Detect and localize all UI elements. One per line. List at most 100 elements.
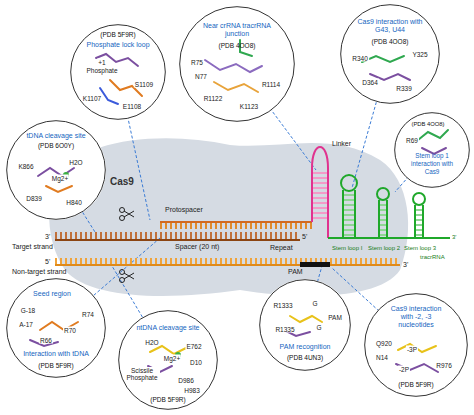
residue-label: E1108 [122,103,142,110]
scissors-icon-part [124,273,134,279]
molecule-sticks-part [418,130,448,140]
circle-outline [71,25,166,120]
callout-circle: ntDNA cleavage siteH2OE762Mg2+D10Scissil… [118,310,218,410]
circle-outline [260,280,351,371]
residue-label: D839 [25,195,43,202]
tracrrna-part [415,207,423,236]
residue-label: A-17 [18,321,34,328]
callout-title: Near crRNA tracrRNA junction [199,22,275,38]
callout-title: Seed region [33,290,71,298]
callout-circle: R1333GR1335GPAMPAM recognition(PDB 4UN3) [259,279,351,371]
tracrrna-part [328,237,450,239]
residue-label: Y325 [411,51,428,58]
pdb-id: (PDB 4OO8) [219,42,256,50]
pdb-id: (PDB 4UN3) [287,354,323,362]
tracrrna-part [379,202,387,236]
residue-label: R340 [351,55,369,62]
residue-label: D986 [177,377,195,384]
spacer-rna-part [160,221,312,223]
part-label: tracrRNA [420,253,445,261]
target-strand-part [55,232,300,240]
pdb-id: (PDB 5F9R) [100,31,135,39]
residue-label: G [315,324,322,331]
residue-label: PAM [327,314,343,321]
residue-label: S1109 [134,81,154,88]
residue-label: K866 [17,163,34,170]
molecule-sticks [30,40,448,372]
repeat-linker-part [312,147,328,238]
residue-label: R70 [63,327,77,334]
callout-title: PAM recognition [280,343,331,351]
residue-label: K1107 [82,95,102,102]
residue-label: G-18 [20,307,36,314]
non-target-strand-part [300,262,330,267]
residue-label: D364 [361,79,379,86]
residue-label: Mg2+ [163,355,181,362]
part-label: Stem loop I [332,244,362,252]
residue-label: G [311,300,318,307]
scissors-icon-part [120,270,125,275]
part-label: Non-target strand [12,268,66,276]
callout-circle: Cas9 interaction with -2, -3 nucleotides… [364,293,468,397]
residue-label: H983 [183,387,201,394]
circle-outline [395,113,470,188]
tracrrna-part [343,190,355,238]
residue-label: R66 [39,337,53,344]
callout-title: ntDNA cleavage site [136,324,199,332]
pdb-id: (PDB 5F9R) [150,396,185,404]
residue-label: E762 [185,343,202,350]
tracrrna-part [343,192,355,236]
part-label: 5' [45,258,50,266]
part-label: 5' [302,233,307,241]
scissors-icon-part [120,208,125,213]
callout-grounds-part [259,279,351,371]
residue-label: N77 [194,73,208,80]
residue-label: R976 [435,362,453,369]
callout-grounds-part [364,293,468,397]
molecule-sticks-part [100,88,118,104]
scissors-icon-part [120,216,125,221]
part-label: 3' [45,233,50,241]
scissors-icon [120,208,135,283]
molecule-sticks-part [96,54,138,66]
callout-grounds-part [179,6,295,122]
residue-label: Phosphate [85,67,118,74]
repeat-linker [312,147,328,238]
non-target-strand [55,261,400,267]
residue-label: -2P [398,366,410,373]
scissors-icon-part [124,211,134,217]
tracrrna-part [377,188,389,200]
circle-outline [7,279,106,378]
residue-label: K1123 [239,103,259,110]
spacer-rna [160,222,312,226]
callout-grounds-part [118,310,218,410]
tracrrna-part [413,193,425,205]
molecule-sticks-part [396,364,438,372]
residue-label: R69 [405,137,419,144]
pdb-id: (PDB 6O0Y) [38,142,74,150]
circle-outline [7,121,106,220]
callout-title: Cas9 interaction with -2, -3 nucleotides [385,305,447,329]
callout-circle: (PDB 5F9R)Phosphate lock loop+1Phosphate… [70,24,166,120]
residue-label: Mg2+ [51,175,69,182]
circle-outline [180,7,295,122]
part-label: Linker [332,140,351,148]
residue-label: +1 [97,59,106,66]
pdb-id: (PDB 5F9R) [398,381,433,389]
residue-label: R74 [81,311,95,318]
circle-outline [119,311,218,410]
residue-label: R1333 [272,302,293,309]
callout-circle: Cas9 interaction with G43, U44(PDB 4OO8)… [340,4,440,104]
callout-circle: Seed regionG-18A-17R66R70R74Interaction … [6,278,106,378]
callout-title: tDNA cleavage site [26,132,85,140]
target-strand [55,236,300,240]
part-label: PAM [288,268,303,276]
callout-grounds-part [6,278,106,378]
molecule-sticks-part [150,346,186,354]
callout-circle: tDNA cleavage site(PDB 6O0Y)K866H2OMg2+D… [6,120,106,220]
scissors-icon-part [124,273,134,279]
residue-label: Q920 [375,340,393,347]
tracrrna-part [415,205,423,238]
residue-label: R1335 [274,326,295,333]
